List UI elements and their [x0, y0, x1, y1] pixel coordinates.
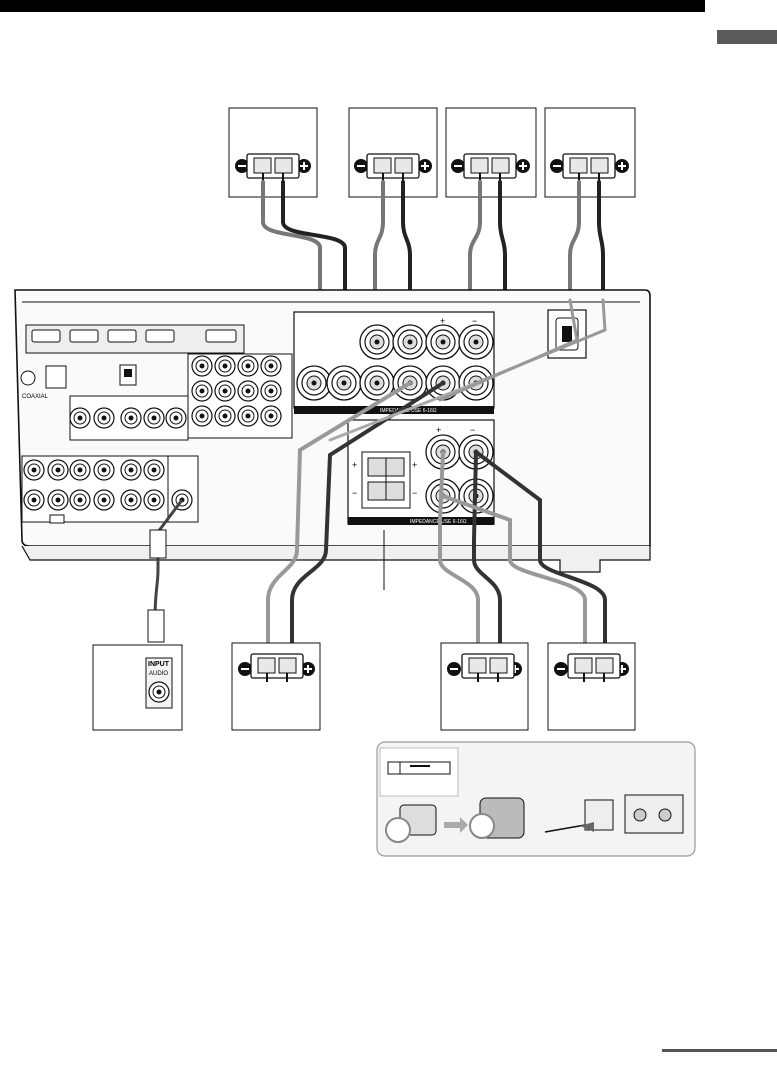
plus-sign-right: + [412, 460, 417, 470]
minus-sign-bottom: − [470, 425, 475, 435]
subwoofer-input-label: INPUT [148, 661, 170, 668]
subwoofer-box: INPUT AUDIO [92, 644, 183, 731]
speaker-box-bottom-1 [231, 642, 321, 731]
wiring-inset-panel [376, 741, 696, 857]
minus-sign-top: − [472, 316, 477, 326]
speaker-box-bottom-2 [440, 642, 529, 731]
speaker-box-top-4 [544, 107, 636, 198]
subwoofer-cable [147, 499, 184, 643]
speaker-box-top-2 [348, 107, 438, 198]
minus-sign-right: − [412, 488, 417, 498]
side-tab [717, 30, 777, 44]
plus-sign-top: + [440, 316, 445, 326]
header-bar [0, 0, 705, 12]
plus-sign-left: + [352, 460, 357, 470]
speaker-box-top-3 [445, 107, 537, 198]
bottom-speaker-wires [266, 298, 607, 652]
plus-sign-bottom: + [436, 425, 441, 435]
speaker-box-top-1 [228, 107, 318, 198]
receiver-rear-panel: COAXIAL IMPEDANCE USE 6-16Ω + − IMPEDANC… [14, 289, 651, 573]
subwoofer-audio-label: AUDIO [149, 671, 168, 677]
footer-line [662, 1049, 777, 1052]
speaker-box-bottom-3 [547, 642, 636, 731]
top-speaker-wires [261, 180, 605, 312]
minus-sign-left: − [352, 488, 357, 498]
arrow-icon [444, 817, 468, 833]
coaxial-label: COAXIAL [22, 394, 49, 400]
